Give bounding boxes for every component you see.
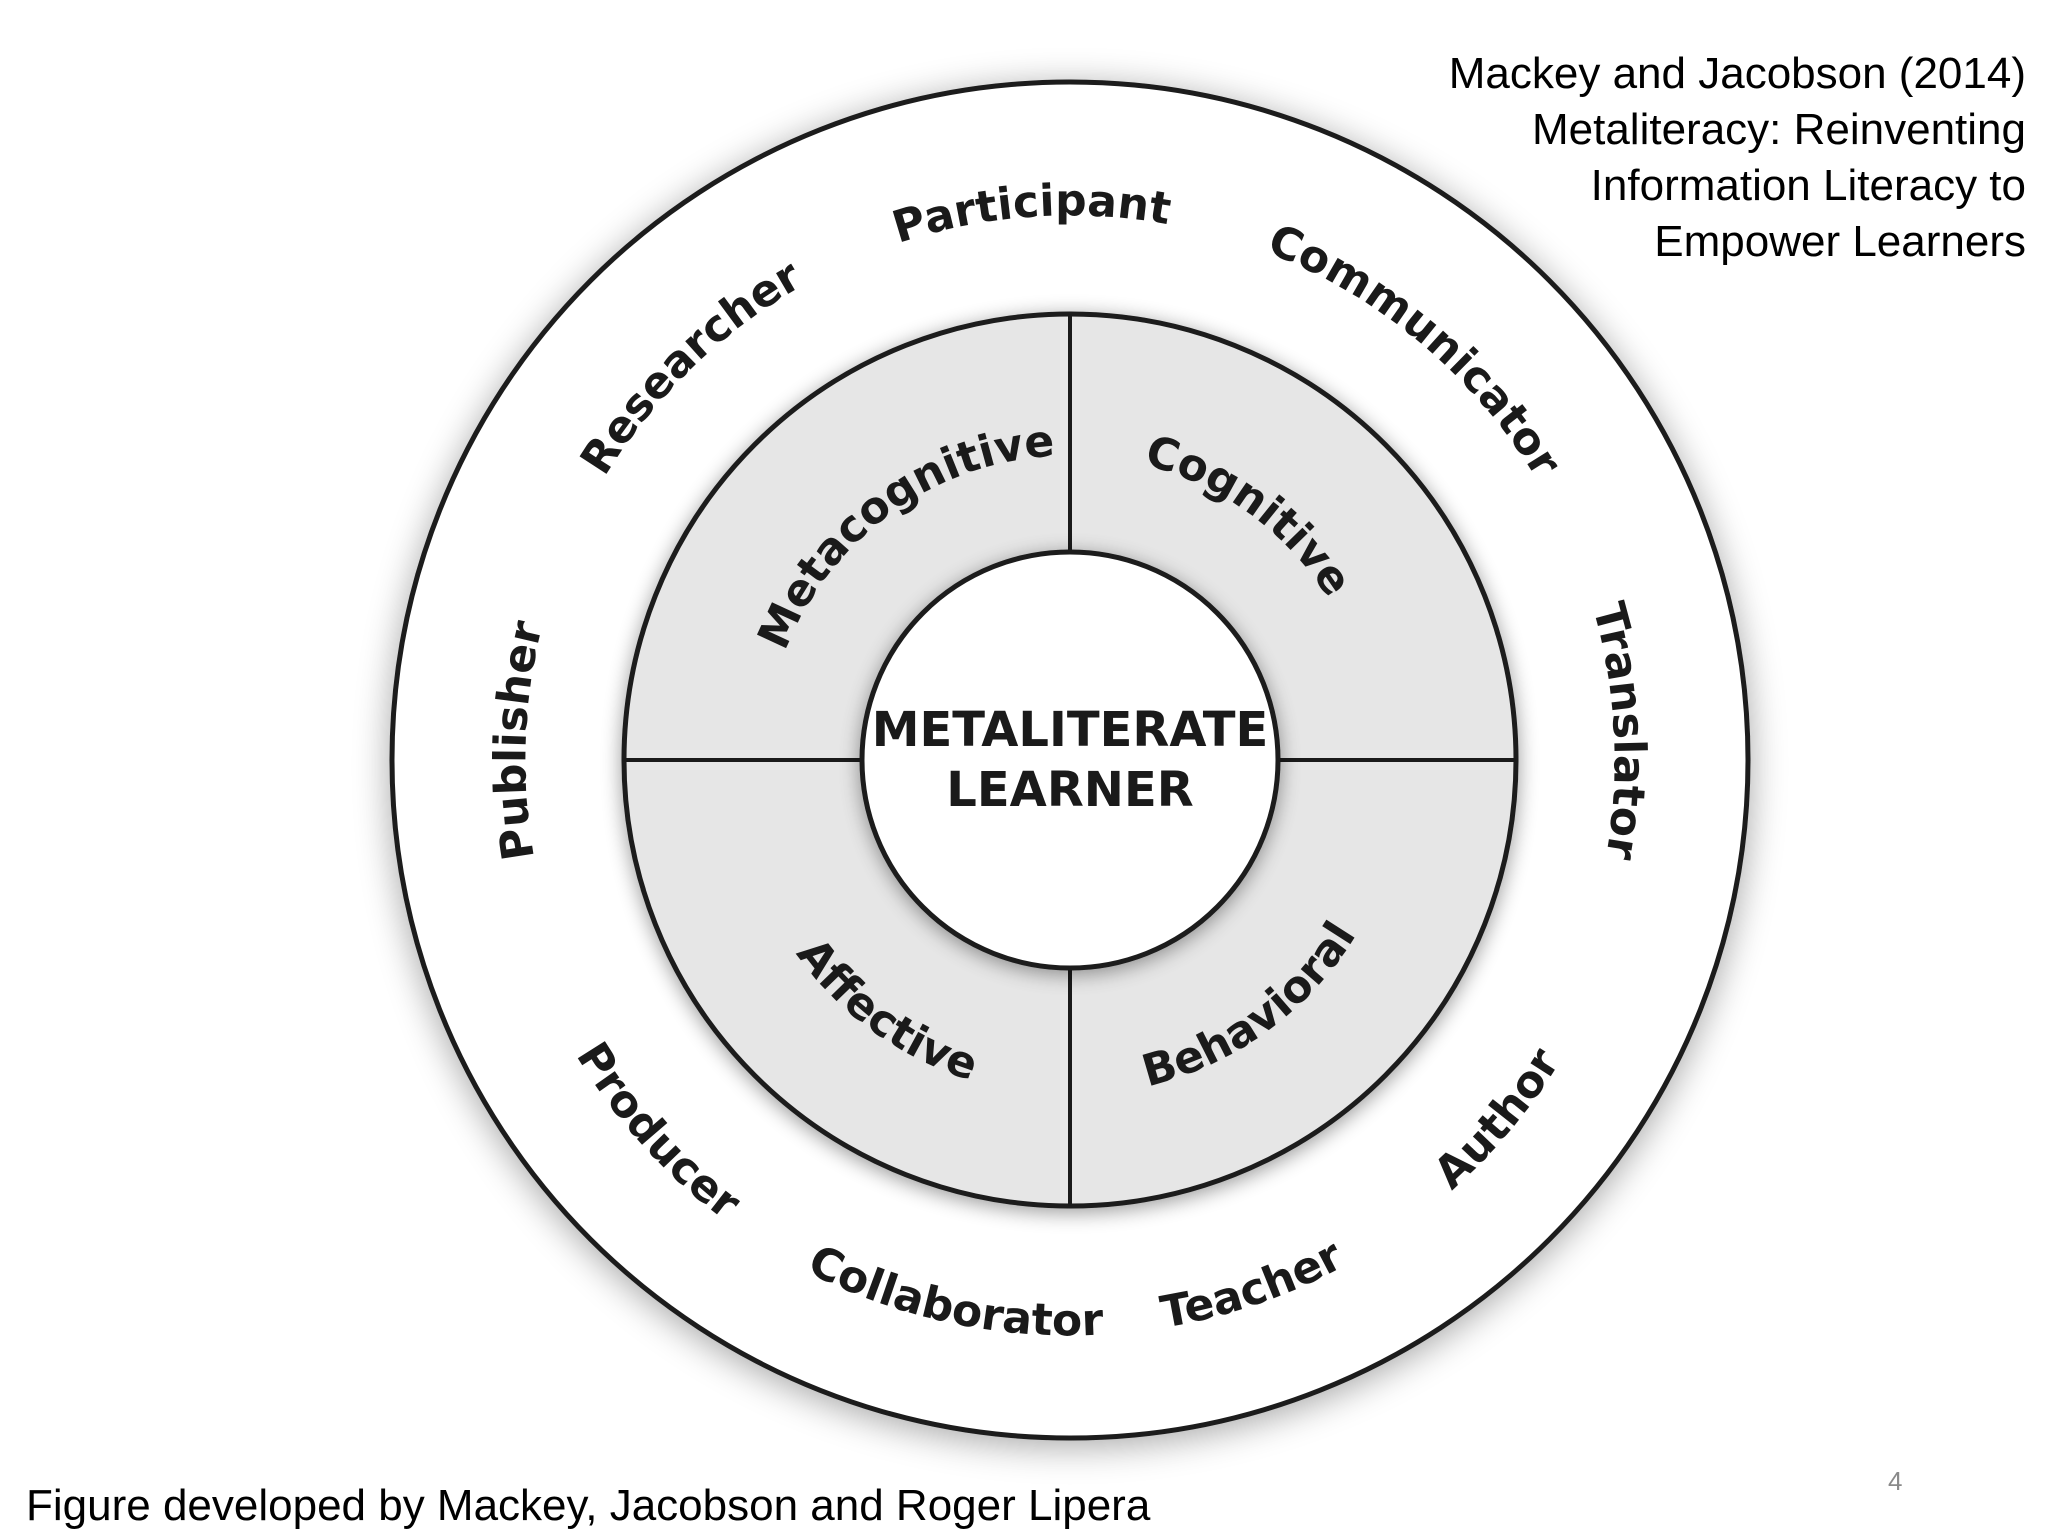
- center-label-line2: LEARNER: [946, 762, 1193, 818]
- citation-line: Metaliteracy: Reinventing: [1531, 105, 2026, 154]
- citation-line: Empower Learners: [1654, 217, 2026, 266]
- page-number: 4: [1888, 1466, 1903, 1496]
- center-circle: [859, 549, 1281, 971]
- citation-line: Mackey and Jacobson (2014): [1448, 49, 2026, 98]
- center-label-line1: METALITERATE: [872, 702, 1269, 758]
- figure-credit: Figure developed by Mackey, Jacobson and…: [26, 1481, 1151, 1530]
- citation-line: Information Literacy to: [1590, 161, 2026, 210]
- citation: Mackey and Jacobson (2014) Metaliteracy:…: [1266, 46, 2026, 270]
